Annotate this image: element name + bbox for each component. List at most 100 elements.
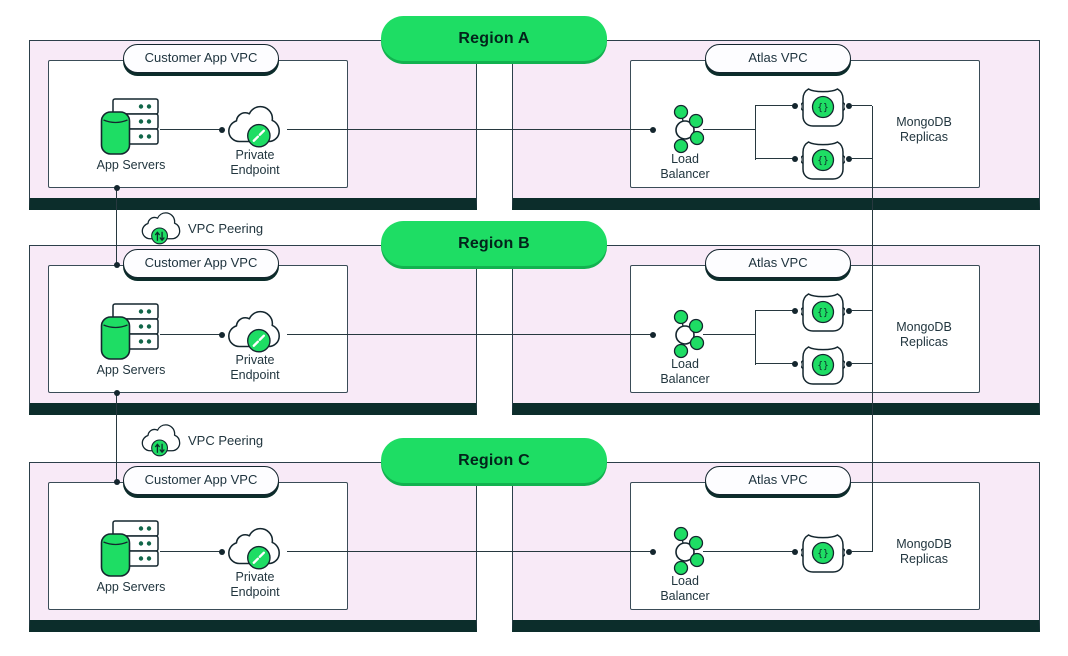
mongodb-replica-icon: {} — [801, 82, 845, 130]
app-servers-icon — [100, 98, 160, 156]
servers-endpoint-line — [160, 551, 222, 553]
region-b: Region B Customer App VPC Atlas VPC — [0, 221, 1068, 417]
app-servers-label: App Servers — [96, 580, 166, 594]
region-label: Region B — [458, 235, 530, 252]
mongodb-replica-icon: {} — [801, 287, 845, 335]
customer-vpc-pill: Customer App VPC — [123, 466, 279, 495]
load-balancer-icon — [659, 524, 711, 580]
replica1-join-line — [852, 310, 872, 312]
private-endpoint-icon — [223, 307, 285, 357]
mongodb-replicas-label: MongoDB Replicas — [896, 320, 952, 349]
vpc-peering-line-b-c — [116, 393, 118, 482]
customer-vpc-label: Customer App VPC — [144, 255, 258, 270]
connector-dot — [846, 103, 852, 109]
atlas-vpc-label: Atlas VPC — [748, 50, 808, 65]
private-endpoint-label: Private Endpoint — [230, 148, 280, 177]
connector-dot — [846, 156, 852, 162]
region-c: Region C Customer App VPC Atlas VPC — [0, 438, 1068, 634]
lb-out-line — [703, 129, 755, 131]
svg-text:{}: {} — [817, 103, 828, 114]
vpc-peering-line-a-b — [116, 188, 118, 266]
connector-dot — [792, 361, 798, 367]
load-balancer-label: Load Balancer — [660, 574, 710, 603]
connector-dot — [846, 308, 852, 314]
connector-dot — [650, 127, 656, 133]
customer-vpc-pill: Customer App VPC — [123, 44, 279, 73]
connector-dot — [114, 390, 120, 396]
connector-dot — [650, 549, 656, 555]
connector-dot — [219, 127, 225, 133]
private-endpoint-icon — [223, 524, 285, 574]
svg-text:{}: {} — [817, 549, 828, 560]
connector-dot — [792, 549, 798, 555]
replica2-join-line — [852, 363, 872, 365]
servers-endpoint-line — [160, 334, 222, 336]
connector-dot — [792, 156, 798, 162]
connector-dot — [846, 361, 852, 367]
connector-dot — [650, 332, 656, 338]
replica2-line — [755, 363, 795, 365]
replica2-line — [755, 158, 795, 160]
endpoint-loadbalancer-line — [287, 551, 653, 553]
connector-dot — [219, 549, 225, 555]
svg-text:{}: {} — [817, 156, 828, 167]
load-balancer-label: Load Balancer — [660, 357, 710, 386]
lb-out-line — [703, 334, 755, 336]
vpc-peering-cloud-icon — [138, 210, 184, 246]
vpc-peering-label: VPC Peering — [188, 221, 264, 236]
svg-text:{}: {} — [817, 308, 828, 319]
load-balancer-icon — [659, 307, 711, 363]
customer-vpc-inner-box — [48, 265, 348, 393]
replica1-line — [755, 105, 795, 107]
app-servers-label: App Servers — [96, 158, 166, 172]
connector-dot — [219, 332, 225, 338]
endpoint-loadbalancer-line — [287, 129, 653, 131]
svg-text:{}: {} — [817, 361, 828, 372]
replica1-join-line — [852, 105, 872, 107]
replica-join-line — [852, 551, 872, 553]
region-label: Region C — [458, 452, 530, 469]
atlas-vpc-label: Atlas VPC — [748, 472, 808, 487]
connector-dot — [846, 549, 852, 555]
app-servers-icon — [100, 520, 160, 578]
region-pill: Region B — [381, 221, 607, 266]
app-servers-label: App Servers — [96, 363, 166, 377]
region-pill: Region A — [381, 16, 607, 61]
customer-vpc-label: Customer App VPC — [144, 50, 258, 65]
connector-dot — [114, 185, 120, 191]
region-label: Region A — [458, 30, 530, 47]
customer-vpc-inner-box — [48, 60, 348, 188]
split-line — [755, 106, 757, 160]
connector-dot — [114, 479, 120, 485]
mongodb-replica-icon: {} — [801, 528, 845, 576]
split-line — [755, 311, 757, 365]
cross-region-replication-line — [872, 106, 874, 552]
atlas-vpc-pill: Atlas VPC — [705, 466, 851, 495]
atlas-vpc-pill: Atlas VPC — [705, 249, 851, 278]
replica1-line — [755, 310, 795, 312]
load-balancer-label: Load Balancer — [660, 152, 710, 181]
private-endpoint-label: Private Endpoint — [230, 570, 280, 599]
vpc-peering-cloud-icon — [138, 422, 184, 458]
load-balancer-icon — [659, 102, 711, 158]
endpoint-loadbalancer-line — [287, 334, 653, 336]
replica2-join-line — [852, 158, 872, 160]
app-servers-icon — [100, 303, 160, 361]
region-a: Region A Customer App VPC Atlas VPC — [0, 16, 1068, 212]
customer-vpc-pill: Customer App VPC — [123, 249, 279, 278]
private-endpoint-icon — [223, 102, 285, 152]
mongodb-replicas-label: MongoDB Replicas — [896, 537, 952, 566]
customer-vpc-label: Customer App VPC — [144, 472, 258, 487]
atlas-vpc-pill: Atlas VPC — [705, 44, 851, 73]
servers-endpoint-line — [160, 129, 222, 131]
mongodb-replica-icon: {} — [801, 340, 845, 388]
atlas-vpc-label: Atlas VPC — [748, 255, 808, 270]
connector-dot — [792, 103, 798, 109]
private-endpoint-label: Private Endpoint — [230, 353, 280, 382]
connector-dot — [114, 262, 120, 268]
lb-out-line — [703, 551, 793, 553]
vpc-peering-label: VPC Peering — [188, 433, 264, 448]
mongodb-replica-icon: {} — [801, 135, 845, 183]
connector-dot — [792, 308, 798, 314]
